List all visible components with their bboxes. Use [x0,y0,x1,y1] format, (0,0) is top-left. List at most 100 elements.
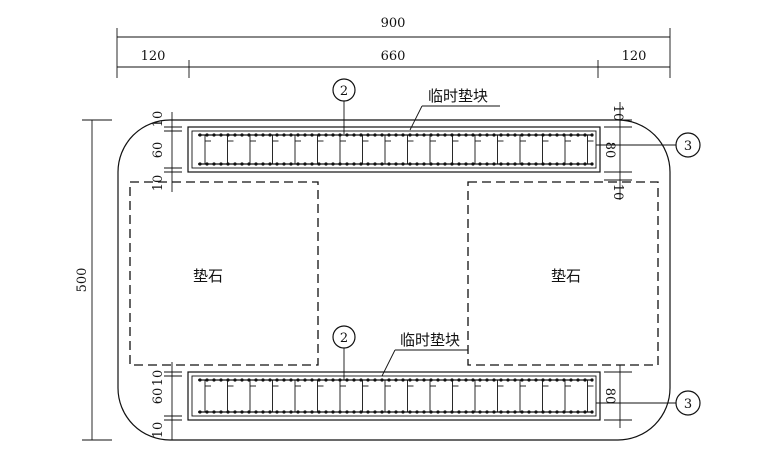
rebar-dot [436,410,440,414]
rebar-dot [499,410,503,414]
rebar-dot [485,162,489,166]
rebar-dot [443,410,447,414]
rebar-dot [541,410,545,414]
rebar-dot [289,133,293,137]
rebar-dot [485,378,489,382]
rebar-dot [464,410,468,414]
rebar-dot [380,378,384,382]
rebar-dot [317,410,321,414]
rebar-dot [590,378,594,382]
rebar-dot [590,133,594,137]
rebar-dot [492,410,496,414]
rebar-dot [317,133,321,137]
rebar-dot [233,378,237,382]
rebar-dot [317,378,321,382]
rebar-dot [226,162,230,166]
rebar-dot [527,162,531,166]
rebar-dot [198,162,202,166]
rebar-dot [506,410,510,414]
rebar-dot [366,410,370,414]
callout-2-top: 2 [332,78,356,134]
rebar-dot [450,410,454,414]
svg-text:80: 80 [602,142,617,159]
rebar-dot [471,410,475,414]
rebar-dot [198,378,202,382]
rebar-dot [450,162,454,166]
rebar-dot [394,410,398,414]
right-dims-bottom: 80 [602,365,632,428]
rebar-dot [478,410,482,414]
rebar-dot [415,162,419,166]
dim-900-label: 900 [381,16,406,31]
rebar-dot [268,410,272,414]
rebar-dot [380,162,384,166]
rebar-dot [443,378,447,382]
rebar-dot [226,410,230,414]
svg-text:2: 2 [340,331,348,346]
callout-2-bottom: 2 [332,325,356,380]
dim-500-label: 500 [75,268,90,293]
rebar-dot [352,378,356,382]
rebar-dot [548,162,552,166]
rebar-dot [520,162,524,166]
dimension-row-2: 120 660 120 [117,49,670,78]
rebar-dot [212,378,216,382]
rebar-dot [282,162,286,166]
rebar-dot [282,410,286,414]
rebar-dot [268,378,272,382]
rebar-dot [408,378,412,382]
rebar-dot [233,410,237,414]
rebar-dot [282,133,286,137]
pad-left-label: 垫石 [193,267,223,285]
rebar-dot [380,410,384,414]
rebar-dot [310,133,314,137]
rebar-dot [394,133,398,137]
rebar-dot [303,162,307,166]
rebar-dot [478,162,482,166]
rebar-dot [590,162,594,166]
rebar-dot [436,378,440,382]
rebar-dot [282,378,286,382]
rebar-dot [275,133,279,137]
rebar-dot [513,378,517,382]
rebar-dot [219,378,223,382]
pad-right-label: 垫石 [551,267,581,285]
rebar-dot [359,162,363,166]
rebar-dot [205,378,209,382]
rebar-dot [289,162,293,166]
dimension-500: 500 [75,119,112,441]
rebar-dot [352,162,356,166]
rebar-dot [254,410,258,414]
rebar-dot [254,162,258,166]
rebar-dot [569,162,573,166]
rebar-dot [275,162,279,166]
svg-text:60: 60 [151,388,166,405]
rebar-dot [548,378,552,382]
rebar-dot [226,133,230,137]
left-dims-bottom: 10 60 10 [151,362,182,440]
rebar-dot [408,162,412,166]
rebar-dot [464,133,468,137]
rebar-dot [471,162,475,166]
temp-block-top [187,126,601,173]
rebar-dot [219,162,223,166]
rebar-dot [555,133,559,137]
rebar-dot [443,162,447,166]
rebar-dot [198,133,202,137]
rebar-dot [366,133,370,137]
rebar-dot [296,133,300,137]
svg-text:10: 10 [151,422,166,439]
rebar-dot [485,410,489,414]
rebar-dot [569,133,573,137]
rebar-dot [443,133,447,137]
temp-block-bottom [187,371,601,421]
rebar-dot [401,162,405,166]
rebar-dot [534,133,538,137]
rebar-dot [499,162,503,166]
rebar-dot [345,133,349,137]
rebar-dot [401,378,405,382]
rebar-dot [583,162,587,166]
rebar-dot [471,378,475,382]
rebar-dot [387,162,391,166]
